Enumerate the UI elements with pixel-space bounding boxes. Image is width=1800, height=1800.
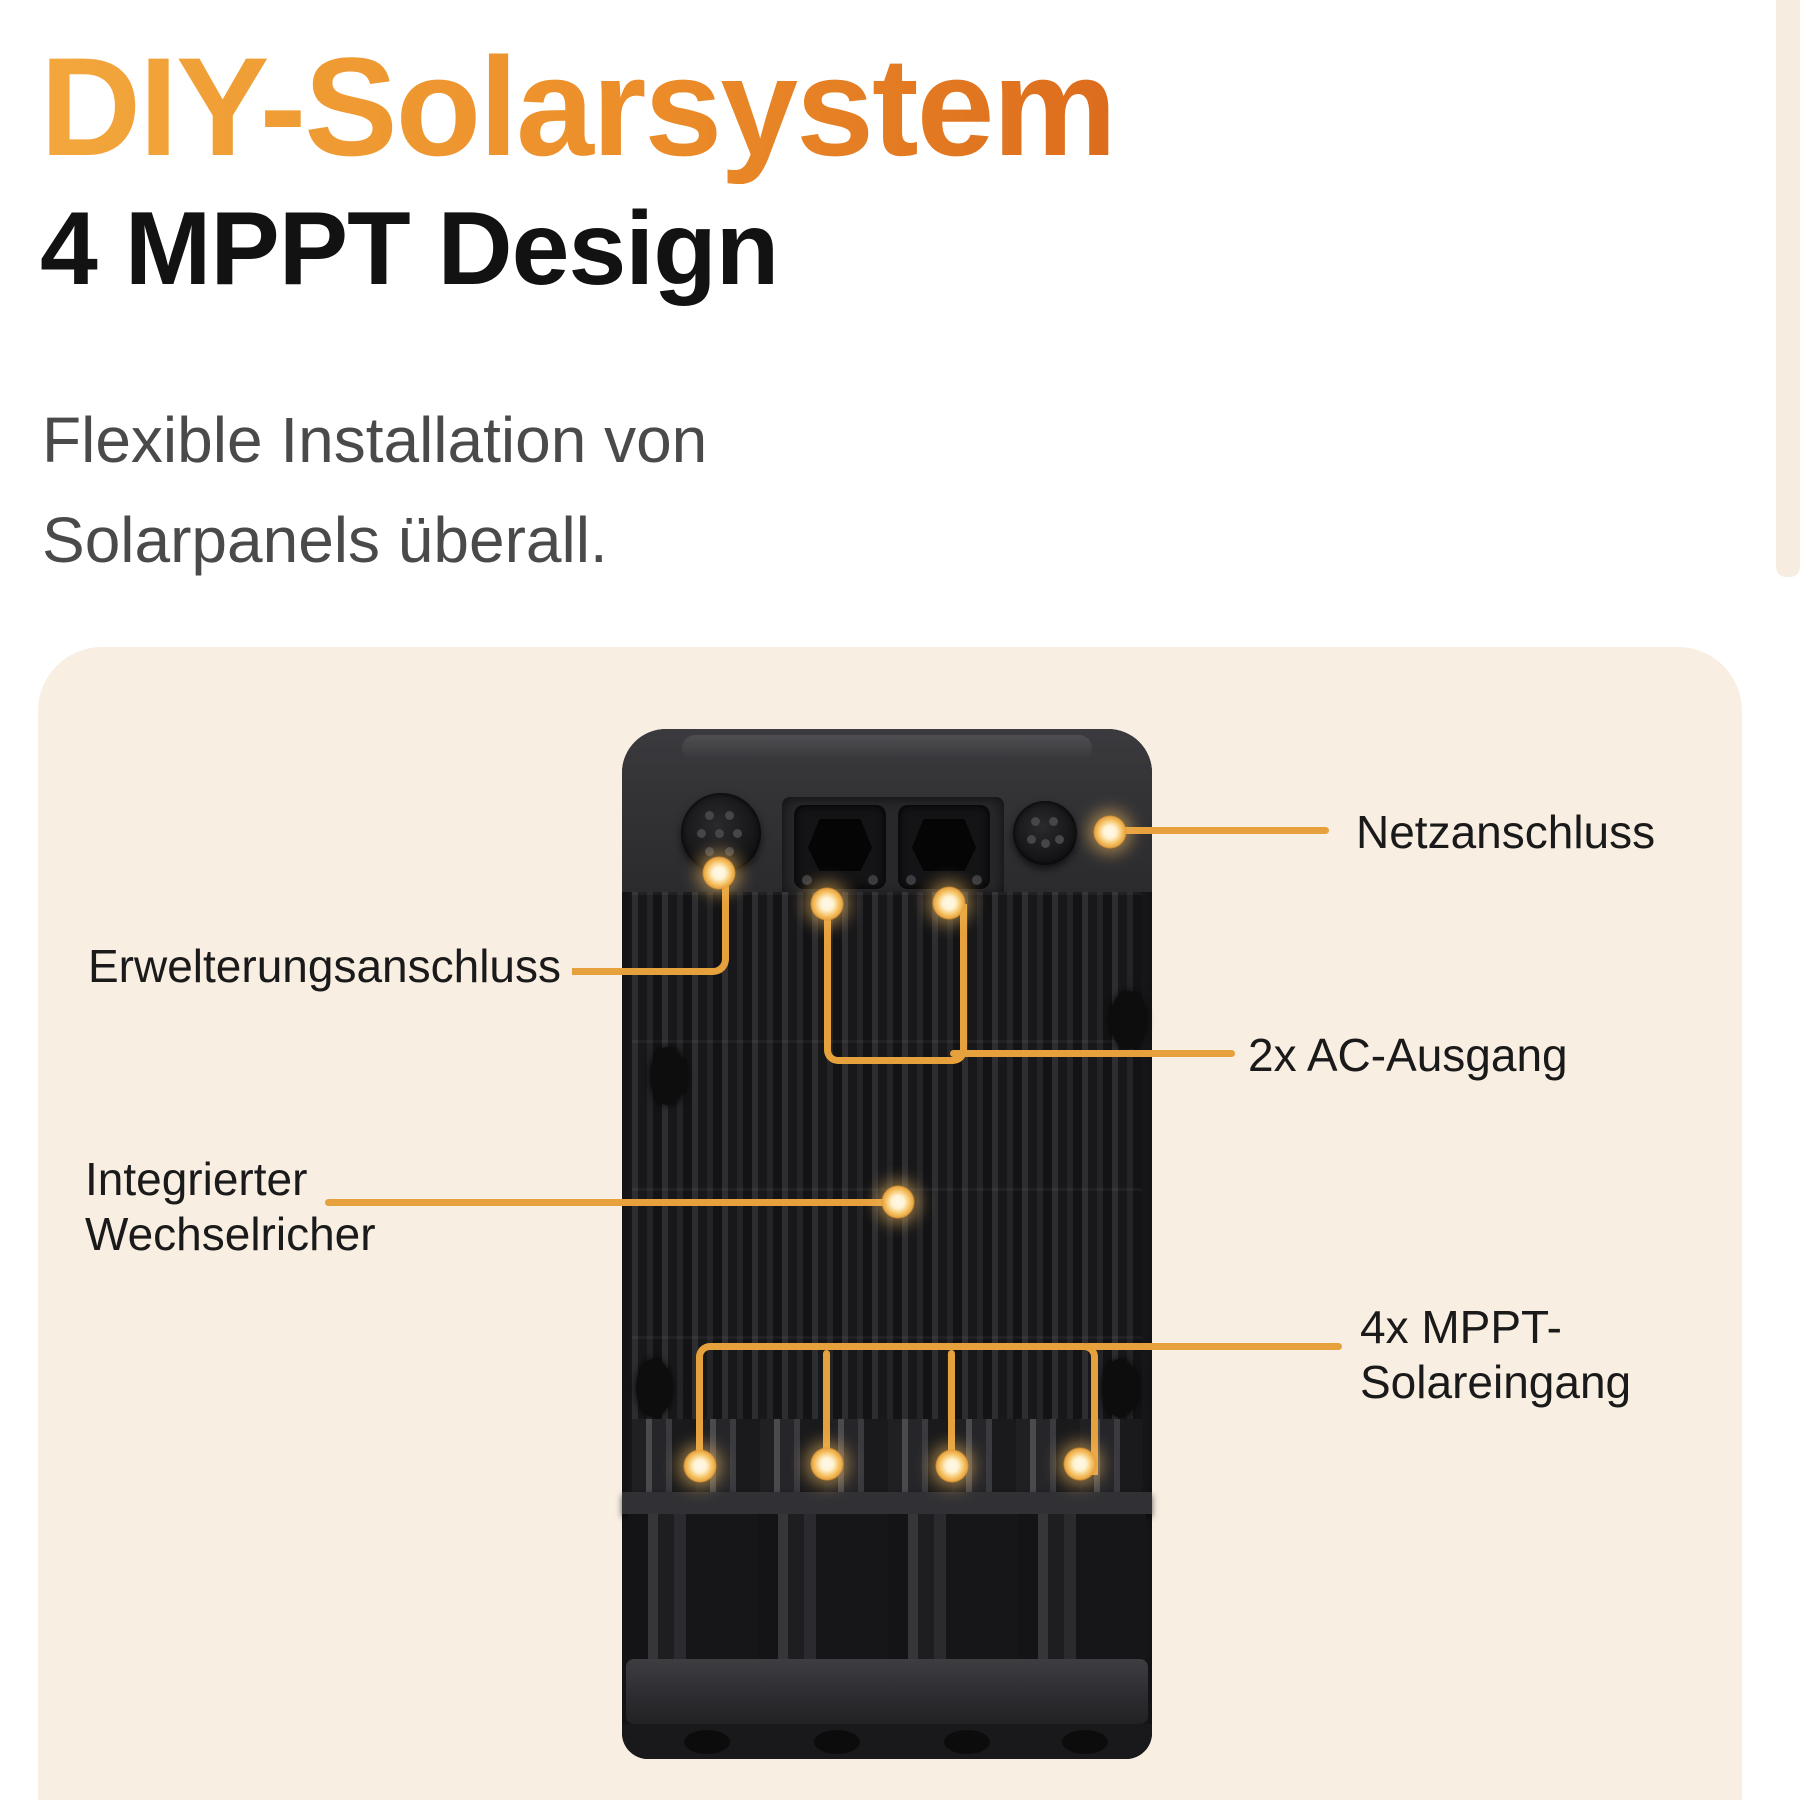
callout-line-mppt-2	[823, 1350, 830, 1465]
callout-line-mppt-extension	[1084, 1343, 1342, 1350]
callout-dot-erweiterungsanschluss	[702, 856, 736, 890]
callout-dot-mppt-4	[1063, 1447, 1097, 1481]
callout-label-mppt: 4x MPPT- Solareingang	[1360, 1301, 1632, 1408]
callout-dot-netzanschluss	[1093, 815, 1127, 849]
callout-label-netzanschluss: Netzanschluss	[1356, 806, 1656, 858]
ac-outlet-plate	[782, 797, 1004, 897]
callout-dot-mppt-2	[810, 1447, 844, 1481]
page-subtitle: 4 MPPT Design	[40, 191, 779, 307]
callout-line-netzanschluss	[1117, 827, 1329, 834]
mounting-hole	[636, 1359, 672, 1417]
diagram-card	[38, 647, 1742, 1800]
callout-line-mppt-3	[948, 1350, 955, 1465]
mounting-hole	[650, 1047, 686, 1105]
callout-line-erweiterungsanschluss	[572, 873, 729, 975]
callout-bracket-mppt	[696, 1343, 1098, 1475]
device-crossbar	[626, 1659, 1148, 1724]
page-description: Flexible Installation von Solarpanels üb…	[42, 404, 708, 576]
callout-line-ac-ausgang-extension	[950, 1050, 1235, 1057]
callout-label-wechselrichter: Integrierter Wechselricher	[85, 1153, 376, 1260]
callout-label-ac-ausgang: 2x AC-Ausgang	[1248, 1029, 1568, 1081]
callout-label-erweiterungsanschluss: Erwelterungsanschluss	[88, 940, 562, 992]
callout-dot-ac-ausgang-1	[810, 887, 844, 921]
mounting-hole	[1110, 991, 1146, 1049]
callout-dot-mppt-1	[683, 1449, 717, 1483]
callout-dot-wechselrichter	[881, 1185, 915, 1219]
device-ledge	[622, 1492, 1152, 1514]
grid-port-icon	[1013, 801, 1077, 865]
mounting-hole	[1102, 1359, 1138, 1417]
callout-dot-mppt-3	[935, 1449, 969, 1483]
scrollbar-thumb[interactable]	[1776, 0, 1800, 577]
mppt-connector-icon	[632, 1419, 1142, 1492]
device-base	[622, 1724, 1152, 1759]
ac-outlet-icon	[794, 805, 886, 889]
solar-connector-zone	[628, 1514, 1146, 1659]
device-top-panel	[622, 729, 1152, 897]
power-station-device	[622, 729, 1152, 1759]
callout-line-wechselrichter	[325, 1199, 898, 1206]
callout-line-ac-ausgang	[824, 904, 967, 1064]
page-title: DIY-Solarsystem	[40, 26, 1117, 188]
callout-dot-ac-ausgang-2	[932, 886, 966, 920]
ac-outlet-icon	[898, 805, 990, 889]
